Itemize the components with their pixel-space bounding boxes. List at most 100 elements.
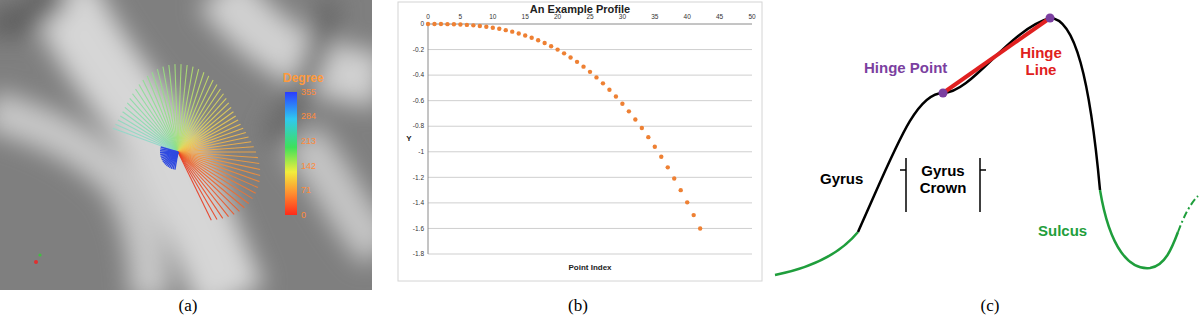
data-point — [491, 25, 495, 29]
profile-ray — [178, 152, 211, 220]
data-point — [575, 60, 579, 64]
data-point — [504, 28, 508, 32]
profile-ray — [157, 69, 178, 152]
profile-fan — [113, 64, 260, 220]
colorbar-tick: 0 — [301, 210, 306, 220]
grid-line — [428, 228, 752, 229]
data-point — [653, 145, 657, 149]
data-point — [633, 117, 637, 121]
y-axis-title: Y — [406, 134, 411, 143]
data-point — [517, 31, 521, 35]
sulcus-dashed-curve — [1178, 196, 1198, 232]
colorbar-tick: 142 — [301, 161, 316, 171]
x-tick-label: 5 — [459, 13, 463, 20]
data-point — [620, 101, 624, 105]
data-point — [452, 22, 456, 26]
profile-ray — [125, 107, 178, 152]
x-axis-line — [428, 24, 752, 25]
data-point — [426, 22, 430, 26]
hinge-line-label: Hinge Line — [1016, 44, 1066, 79]
y-tick-label: -1.2 — [413, 174, 424, 181]
data-point — [614, 94, 618, 98]
surface-panel — [0, 0, 372, 290]
hinge-point-label: Hinge Point — [864, 59, 947, 76]
colorbar-tick: 284 — [301, 111, 316, 121]
data-point — [465, 23, 469, 27]
y-tick-label: -1.4 — [413, 199, 424, 206]
x-tick-label: 35 — [651, 13, 658, 20]
panel-caption: (b) — [568, 296, 588, 316]
sulcus-shadow — [0, 0, 60, 23]
gyrus-crown-label: Gyrus Crown — [914, 162, 972, 197]
crown-bracket — [905, 158, 907, 212]
panel-caption: (a) — [179, 296, 198, 316]
gyrus-ridge — [0, 110, 150, 290]
data-point — [458, 22, 462, 26]
fold-schematic — [775, 14, 1198, 276]
x-tick-label: 40 — [684, 13, 691, 20]
y-axis-line — [428, 24, 429, 254]
y-tick-label: -0.2 — [413, 46, 424, 53]
profile-ray — [169, 65, 178, 152]
gyrus-ridge — [220, 0, 372, 80]
degree-colorbar — [285, 92, 297, 215]
data-point — [698, 226, 702, 230]
y-tick-label: -0.8 — [413, 122, 424, 129]
surface-dot — [38, 253, 41, 256]
grid-line — [428, 151, 752, 152]
data-point — [672, 176, 676, 180]
data-point — [607, 87, 611, 91]
data-point — [484, 25, 488, 29]
profile-ray — [178, 120, 238, 152]
grid-line — [428, 254, 752, 255]
data-point — [685, 200, 689, 204]
crown-bracket-tick — [980, 169, 986, 171]
y-tick-label: -0.4 — [413, 71, 424, 78]
y-tick-label: -1.8 — [413, 250, 424, 257]
data-point — [601, 81, 605, 85]
y-tick-label: -1 — [418, 148, 424, 155]
profile-ray — [178, 152, 217, 220]
data-point — [471, 23, 475, 27]
profile-ray — [175, 64, 178, 152]
sulcus-shadow — [270, 0, 330, 140]
profile-ray — [178, 152, 234, 214]
y-tick-label: -0.6 — [413, 97, 424, 104]
gyri-ridges — [0, 0, 372, 290]
data-point — [478, 24, 482, 28]
sulcus-curve — [775, 232, 858, 275]
data-point — [666, 165, 670, 169]
x-tick-label: 0 — [426, 13, 430, 20]
profile-chart — [398, 2, 762, 281]
chart-frame — [398, 2, 762, 281]
grid-line — [428, 202, 752, 203]
sulcus-curve — [1100, 190, 1178, 268]
crown-bracket-tick — [900, 169, 906, 171]
grid-line — [428, 100, 752, 101]
data-point — [439, 22, 443, 26]
profile-ray — [178, 142, 251, 152]
colorbar-tick: 213 — [301, 136, 316, 146]
data-point — [594, 75, 598, 79]
profile-ray — [178, 152, 249, 203]
colorbar-title: Degree — [283, 72, 324, 86]
grid-line — [428, 49, 752, 50]
profile-ray — [178, 147, 254, 152]
profile-ray — [143, 80, 178, 152]
profile-ray — [178, 152, 229, 217]
data-point — [510, 29, 514, 33]
hinge-point — [1046, 14, 1055, 23]
grid-line — [428, 126, 752, 127]
data-point — [581, 64, 585, 68]
profile-points — [426, 22, 703, 231]
data-point — [432, 22, 436, 26]
data-point — [691, 213, 695, 217]
y-tick-label: 0 — [420, 20, 424, 27]
gyrus-curve — [858, 18, 1100, 232]
x-tick-label: 50 — [748, 13, 755, 20]
grid-line — [428, 177, 752, 178]
profile-ray — [161, 147, 178, 152]
sulcus-label: Sulcus — [1038, 222, 1087, 239]
profile-ray — [178, 98, 226, 152]
data-point — [529, 36, 533, 40]
